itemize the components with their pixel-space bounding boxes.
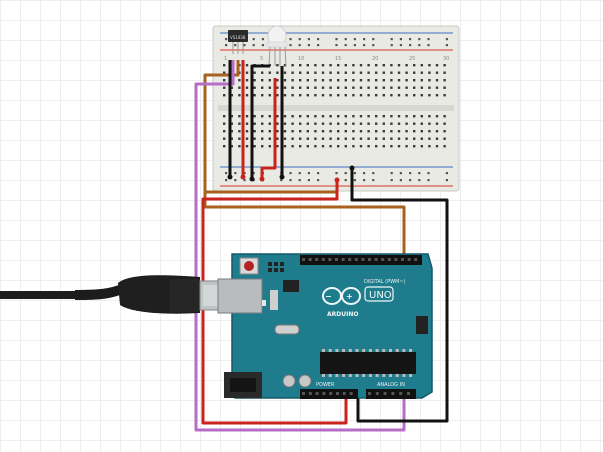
- brown-wire: [203, 192, 406, 262]
- arduino-logo-text: ARDUINO: [327, 311, 358, 318]
- icsp-header: [268, 262, 284, 272]
- black-wire: [250, 64, 270, 178]
- svg-text:−: −: [325, 292, 332, 301]
- column-number: 1: [224, 56, 227, 62]
- breadboard-holes: [223, 38, 448, 182]
- digital-label: DIGITAL (PWM~): [364, 279, 406, 285]
- column-number: 10: [298, 56, 304, 62]
- purple-wire: [194, 60, 406, 432]
- column-number: 20: [372, 56, 378, 62]
- column-number: 25: [409, 56, 415, 62]
- usb-cable-icon: [0, 275, 227, 314]
- column-number: 15: [335, 56, 341, 62]
- model-label: UNO: [369, 290, 392, 301]
- crystal-icon: [274, 324, 300, 335]
- column-number: 5: [260, 56, 263, 62]
- arduino-board-icon: DIGITAL (PWM~) POWER ANALOG IN − + ARDUI…: [217, 253, 433, 399]
- wires: [194, 60, 449, 432]
- power-label: POWER: [316, 382, 335, 388]
- ir-receiver-icon: VS1838: [228, 30, 248, 54]
- reset-button-icon: [239, 257, 259, 275]
- sensor-label: VS1838: [230, 35, 246, 40]
- analog-label: ANALOG IN: [377, 382, 405, 388]
- arduino-logo-icon: − +: [322, 287, 361, 305]
- red-wire: [260, 78, 277, 178]
- column-number: 30: [443, 56, 449, 62]
- svg-text:+: +: [346, 292, 353, 301]
- power-jack-icon: [224, 372, 262, 398]
- breadboard: 1 5 10 15 20 25 30 VS1838: [212, 25, 460, 192]
- microcontroller-chip-icon: [320, 349, 416, 377]
- red-wire: [201, 180, 348, 425]
- black-wire: [350, 168, 449, 423]
- rgb-led-icon: [266, 25, 288, 67]
